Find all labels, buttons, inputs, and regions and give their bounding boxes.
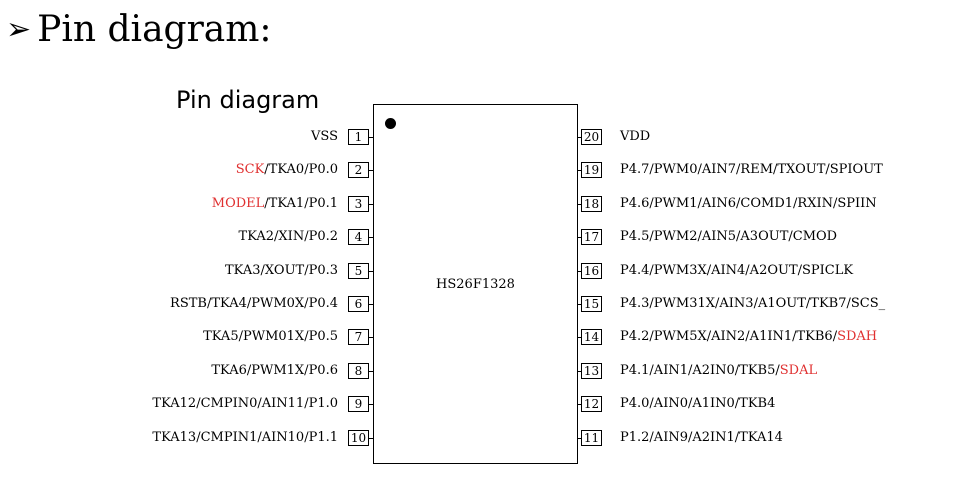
pin-label-segment: P4.0/AIN0/A1IN0/TKB4 bbox=[620, 396, 776, 412]
pin-label-segment: SDAH bbox=[837, 329, 878, 345]
pin-label-segment: RSTB/TKA4/PWM0X/P0.4 bbox=[170, 296, 338, 311]
pin-lead bbox=[369, 337, 373, 339]
pin1-marker-dot bbox=[385, 118, 396, 129]
pin-number-12: 12 bbox=[581, 396, 602, 413]
pin-lead bbox=[369, 170, 373, 172]
pin-number-16: 16 bbox=[581, 262, 602, 279]
pin-label-4: TKA2/XIN/P0.2 bbox=[239, 229, 338, 245]
pin-label-segment: P1.2/AIN9/A2IN1/TKA14 bbox=[620, 429, 783, 445]
pin-label-9: TKA12/CMPIN0/AIN11/P1.0 bbox=[152, 396, 338, 412]
pin-lead bbox=[369, 370, 373, 372]
pin-label-segment: TKA6/PWM1X/P0.6 bbox=[211, 362, 338, 378]
pin-number-5: 5 bbox=[348, 262, 369, 279]
pin-label-segment: P4.3/PWM31X/AIN3/A1OUT/TKB7/SCS_ bbox=[620, 296, 886, 311]
pin-label-segment: P4.7/PWM0/AIN7/REM/TXOUT/SPIOUT bbox=[620, 162, 883, 178]
pin-number-15: 15 bbox=[581, 296, 602, 312]
pin-lead bbox=[578, 203, 581, 205]
pin-label-3: MODEL/TKA1/P0.1 bbox=[212, 196, 338, 212]
pin-number-20: 20 bbox=[581, 129, 602, 145]
pin-lead bbox=[578, 370, 581, 372]
pin-number-8: 8 bbox=[348, 362, 369, 379]
pin-lead bbox=[369, 270, 373, 272]
pin-number-2: 2 bbox=[348, 162, 369, 179]
pin-number-17: 17 bbox=[581, 229, 602, 246]
pin-label-segment: TKA3/XOUT/P0.3 bbox=[224, 262, 338, 278]
pin-label-segment: TKA13/CMPIN1/AIN10/P1.1 bbox=[152, 429, 338, 445]
pin-label-5: TKA3/XOUT/P0.3 bbox=[225, 263, 338, 279]
pin-label-segment: P4.2/PWM5X/AIN2/A1IN1/TKB6/ bbox=[620, 329, 838, 345]
pin-label-segment: SDAL bbox=[779, 362, 818, 378]
pin-label-18: P4.6/PWM1/AIN6/COMD1/RXIN/SPIIN bbox=[620, 196, 877, 212]
pin-label-11: P1.2/AIN9/A2IN1/TKA14 bbox=[620, 430, 783, 446]
pin-number-1: 1 bbox=[348, 129, 369, 145]
pin-number-11: 11 bbox=[581, 429, 602, 446]
pin-label-19: P4.7/PWM0/AIN7/REM/TXOUT/SPIOUT bbox=[620, 162, 883, 178]
pin-number-14: 14 bbox=[581, 329, 602, 346]
ic-chip-body: HS26F1328 bbox=[373, 104, 578, 464]
diagram-subtitle: Pin diagram bbox=[176, 86, 320, 114]
pin-number-6: 6 bbox=[348, 296, 369, 312]
pin-lead bbox=[369, 404, 373, 406]
arrow-bullet-icon: ➢ bbox=[6, 11, 32, 47]
pin-label-2: SCK/TKA0/P0.0 bbox=[236, 162, 338, 178]
pin-label-1: VSS bbox=[311, 129, 338, 145]
pin-lead bbox=[369, 237, 373, 239]
pin-label-segment: /TKA0/P0.0 bbox=[264, 162, 338, 178]
pin-label-segment: MODEL bbox=[211, 195, 265, 211]
pin-label-7: TKA5/PWM01X/P0.5 bbox=[203, 329, 338, 345]
pin-label-segment: SCK bbox=[235, 162, 265, 178]
pin-number-3: 3 bbox=[348, 195, 369, 212]
pin-label-10: TKA13/CMPIN1/AIN10/P1.1 bbox=[152, 430, 338, 446]
pin-label-segment: TKA12/CMPIN0/AIN11/P1.0 bbox=[152, 396, 338, 412]
pin-lead bbox=[369, 137, 373, 138]
pin-lead bbox=[578, 437, 581, 439]
pin-number-10: 10 bbox=[348, 429, 369, 446]
pin-lead bbox=[369, 203, 373, 205]
pin-number-7: 7 bbox=[348, 329, 369, 346]
pin-label-16: P4.4/PWM3X/AIN4/A2OUT/SPICLK bbox=[620, 263, 853, 279]
pin-number-18: 18 bbox=[581, 195, 602, 212]
pin-lead bbox=[578, 170, 581, 172]
heading-text: Pin diagram: bbox=[37, 8, 272, 50]
pin-lead bbox=[578, 304, 581, 305]
pin-lead bbox=[369, 304, 373, 305]
pin-lead bbox=[578, 404, 581, 406]
pin-label-15: P4.3/PWM31X/AIN3/A1OUT/TKB7/SCS_ bbox=[620, 296, 885, 312]
pin-label-segment: P4.6/PWM1/AIN6/COMD1/RXIN/SPIIN bbox=[620, 195, 877, 211]
pin-label-segment: TKA2/XIN/P0.2 bbox=[238, 229, 338, 245]
pin-label-6: RSTB/TKA4/PWM0X/P0.4 bbox=[170, 296, 338, 312]
pin-number-19: 19 bbox=[581, 162, 602, 179]
pin-label-segment: VSS bbox=[311, 129, 338, 144]
pin-label-segment: P4.5/PWM2/AIN5/A3OUT/CMOD bbox=[620, 229, 838, 245]
pin-lead bbox=[578, 270, 581, 272]
pin-lead bbox=[369, 437, 373, 439]
pin-label-20: VDD bbox=[620, 129, 650, 145]
pin-number-9: 9 bbox=[348, 396, 369, 413]
chip-part-number: HS26F1328 bbox=[436, 277, 515, 292]
pin-label-13: P4.1/AIN1/A2IN0/TKB5/SDAL bbox=[620, 363, 817, 379]
pin-number-13: 13 bbox=[581, 362, 602, 379]
pin-number-4: 4 bbox=[348, 229, 369, 246]
pin-label-8: TKA6/PWM1X/P0.6 bbox=[211, 363, 338, 379]
pin-label-12: P4.0/AIN0/A1IN0/TKB4 bbox=[620, 396, 775, 412]
pin-lead bbox=[578, 237, 581, 239]
pin-label-segment: P4.4/PWM3X/AIN4/A2OUT/SPICLK bbox=[620, 262, 854, 278]
page-heading: ➢ Pin diagram: bbox=[6, 4, 272, 54]
pin-label-segment: TKA5/PWM01X/P0.5 bbox=[203, 329, 338, 345]
pin-lead bbox=[578, 137, 581, 138]
pin-label-segment: VDD bbox=[620, 129, 651, 144]
pin-label-17: P4.5/PWM2/AIN5/A3OUT/CMOD bbox=[620, 229, 837, 245]
pin-label-14: P4.2/PWM5X/AIN2/A1IN1/TKB6/SDAH bbox=[620, 329, 877, 345]
pin-lead bbox=[578, 337, 581, 339]
pin-label-segment: P4.1/AIN1/A2IN0/TKB5/ bbox=[620, 362, 780, 378]
pin-label-segment: /TKA1/P0.1 bbox=[264, 195, 338, 211]
